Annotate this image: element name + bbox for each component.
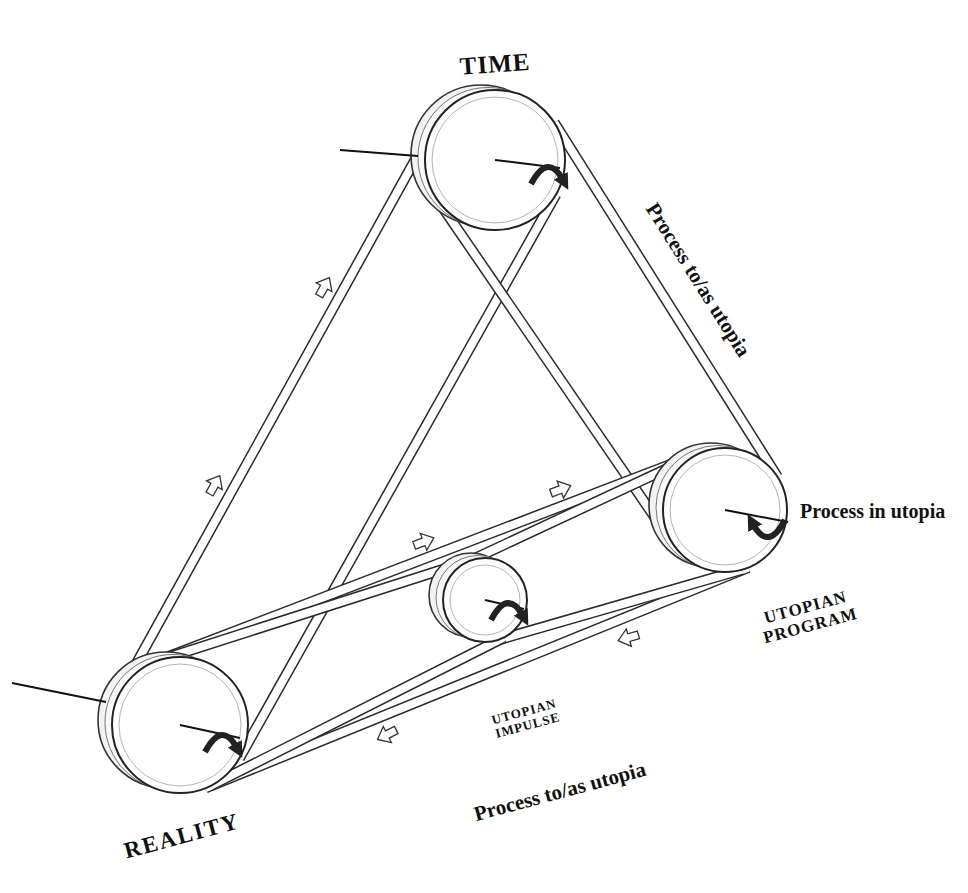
pulley-face	[443, 558, 527, 642]
pulley-wheel	[663, 448, 787, 572]
axle-line	[340, 150, 418, 156]
belt-band	[156, 452, 703, 661]
pulley-label: UTOPIAN IMPULSE	[478, 693, 574, 744]
belt-band-edge	[156, 452, 703, 661]
note-label: Process in utopia	[800, 500, 945, 522]
pulley-label: REALITY	[121, 808, 242, 863]
pulley-wheel	[425, 90, 565, 230]
direction-arrow	[411, 530, 437, 554]
pulley-label: TIME	[459, 48, 531, 80]
belt-band-edge	[239, 194, 556, 758]
pulley-node: UTOPIAN PROGRAM	[663, 448, 787, 572]
pulley-node: UTOPIAN IMPULSE	[443, 558, 527, 642]
direction-arrow	[548, 477, 574, 501]
pulley-node: TIME	[425, 90, 565, 230]
pulley-label: UTOPIAN PROGRAM	[749, 584, 867, 649]
axle-line	[725, 510, 788, 522]
belt-band-edge	[159, 560, 472, 660]
belt-band	[211, 637, 504, 785]
belt-band-edge	[121, 126, 434, 692]
direction-arrow	[202, 471, 228, 498]
direction-arrow	[373, 722, 400, 748]
belt-band-edge	[554, 123, 777, 477]
rotation-arrow	[753, 520, 785, 537]
belt-band	[554, 123, 777, 477]
belt-band-edge	[211, 637, 504, 785]
pulley-face	[112, 657, 248, 793]
pulley-groove	[119, 664, 241, 786]
process-label: Process to/as utopia	[470, 757, 651, 826]
rotation-arrow	[491, 603, 523, 620]
rotation-arrow	[205, 735, 237, 752]
pulley-face	[425, 90, 565, 230]
pulley-wheel	[112, 657, 248, 793]
belt-band	[497, 570, 743, 641]
pulley-face	[663, 448, 787, 572]
pulley-wheel	[443, 558, 527, 642]
pulley-node: REALITY	[112, 657, 248, 793]
belt-band-edge	[497, 570, 743, 641]
direction-arrow	[616, 626, 641, 649]
belt-band	[121, 126, 434, 692]
belt-band	[239, 194, 556, 758]
rotation-arrow	[531, 167, 563, 184]
belt-band	[159, 560, 472, 660]
direction-arrow	[311, 273, 337, 300]
axle-line	[12, 683, 106, 702]
